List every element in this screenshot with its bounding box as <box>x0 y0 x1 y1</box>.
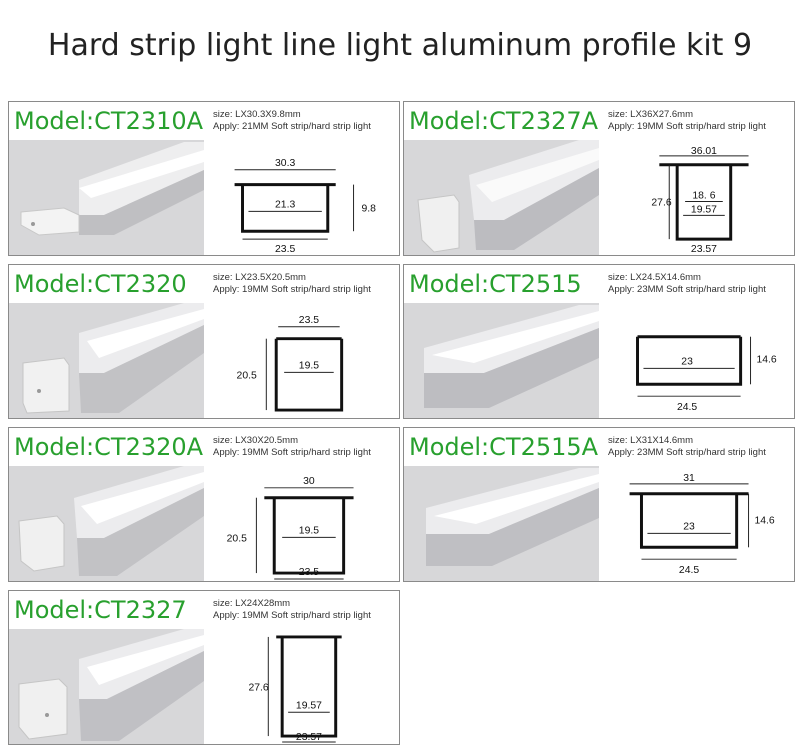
card-header: Model:CT2327 size: LX24X28mm Apply: 19MM… <box>9 591 399 629</box>
card-header: Model:CT2310A size: LX30.3X9.8mm Apply: … <box>9 102 399 140</box>
profile-photo <box>404 466 599 581</box>
dimension-diagram: 36.01 18. 6 19.57 23.57 27.6 <box>651 146 749 255</box>
dim-bottom: 23.57 <box>296 732 322 743</box>
model-label: Model:CT2320A <box>14 433 204 461</box>
apply-text: Apply: 23MM Soft strip/hard strip light <box>608 447 766 458</box>
card-header: Model:CT2515 size: LX24.5X14.6mm Apply: … <box>404 265 794 303</box>
dimension-diagram: 30 19.5 23.5 20.5 <box>227 476 354 580</box>
dim-bottom: 24.5 <box>677 402 697 413</box>
dim-mid: 19.5 <box>299 360 319 371</box>
profile-photo <box>404 140 599 255</box>
dimension-diagram: 19.57 23.57 27.6 <box>248 635 342 743</box>
cross-section-drawing: 30.3 21.3 23.5 9.8 <box>204 140 399 255</box>
cross-section-drawing: 30 19.5 23.5 20.5 <box>204 466 399 581</box>
dim-height: 27.6 <box>651 197 671 208</box>
size-text: size: LX24.5X14.6mm <box>608 272 701 283</box>
product-card-ct2327: Model:CT2327 size: LX24X28mm Apply: 19MM… <box>8 590 400 745</box>
dim-mid: 19.57 <box>296 700 322 711</box>
dim-top: 36.01 <box>691 146 717 157</box>
dimension-diagram: 30.3 21.3 23.5 9.8 <box>234 158 376 255</box>
dim-mid: 23 <box>681 356 693 367</box>
dimension-diagram: 23 24.5 14.6 <box>636 335 777 413</box>
apply-text: Apply: 19MM Soft strip/hard strip light <box>608 121 766 132</box>
dim-top: 31 <box>683 473 695 484</box>
dim-bottom: 24.5 <box>679 565 699 576</box>
model-label: Model:CT2327 <box>14 596 187 624</box>
product-card-ct2327a: Model:CT2327A size: LX36X27.6mm Apply: 1… <box>403 101 795 256</box>
size-text: size: LX31X14.6mm <box>608 435 694 446</box>
card-header: Model:CT2515A size: LX31X14.6mm Apply: 2… <box>404 428 794 466</box>
model-label: Model:CT2327A <box>409 107 599 135</box>
dim-mid: 21.3 <box>275 199 295 210</box>
dim-top: 30 <box>303 476 315 487</box>
model-label: Model:CT2515 <box>409 270 582 298</box>
dim-height: 20.5 <box>237 370 257 381</box>
size-text: size: LX30X20.5mm <box>213 435 299 446</box>
size-text: size: LX36X27.6mm <box>608 109 694 120</box>
dim-height: 14.6 <box>756 354 776 365</box>
model-label: Model:CT2310A <box>14 107 204 135</box>
dim-height: 9.8 <box>361 203 376 214</box>
profile-photo <box>404 303 599 418</box>
apply-text: Apply: 19MM Soft strip/hard strip light <box>213 447 371 458</box>
cross-section-drawing: 36.01 18. 6 19.57 23.57 27.6 <box>599 140 794 255</box>
dim-bottom: 23.5 <box>275 244 295 255</box>
profile-photo <box>9 303 204 418</box>
card-header: Model:CT2320A size: LX30X20.5mm Apply: 1… <box>9 428 399 466</box>
model-label: Model:CT2320 <box>14 270 187 298</box>
product-card-ct2515: Model:CT2515 size: LX24.5X14.6mm Apply: … <box>403 264 795 419</box>
aluminum-profile-illustration <box>424 305 599 408</box>
model-label: Model:CT2515A <box>409 433 599 461</box>
dim-bottom: 23.57 <box>691 244 717 255</box>
dim-height: 20.5 <box>227 533 247 544</box>
dim-height: 14.6 <box>754 516 774 527</box>
dim-mid: 18. 6 <box>692 190 715 201</box>
cross-section-drawing: 23 24.5 14.6 <box>599 303 794 418</box>
aluminum-profile-illustration <box>426 468 599 566</box>
dim-height: 27.6 <box>248 682 268 693</box>
dim-top: 30.3 <box>275 158 295 169</box>
aluminum-profile-illustration <box>18 629 204 741</box>
aluminum-profile-illustration <box>18 466 204 576</box>
dim-bottom: 23.5 <box>299 567 319 578</box>
card-header: Model:CT2327A size: LX36X27.6mm Apply: 1… <box>404 102 794 140</box>
product-card-ct2320: Model:CT2320 size: LX23.5X20.5mm Apply: … <box>8 264 400 419</box>
apply-text: Apply: 19MM Soft strip/hard strip light <box>213 610 371 621</box>
dim-mid: 19.5 <box>299 525 319 536</box>
apply-text: Apply: 19MM Soft strip/hard strip light <box>213 284 371 295</box>
dim-mid: 23 <box>683 521 695 532</box>
product-card-ct2320a: Model:CT2320A size: LX30X20.5mm Apply: 1… <box>8 427 400 582</box>
profile-photo <box>9 140 204 255</box>
aluminum-profile-illustration <box>417 140 599 253</box>
cross-section-drawing: 23.5 19.5 20.5 <box>204 303 399 418</box>
card-header: Model:CT2320 size: LX23.5X20.5mm Apply: … <box>9 265 399 303</box>
dim-inner: 19.57 <box>691 204 717 215</box>
cross-section-drawing: 31 23 24.5 14.6 <box>599 466 794 581</box>
cross-section-drawing: 19.57 23.57 27.6 <box>204 629 399 744</box>
product-card-ct2515a: Model:CT2515A size: LX31X14.6mm Apply: 2… <box>403 427 795 582</box>
size-text: size: LX30.3X9.8mm <box>213 109 301 120</box>
dim-top: 23.5 <box>299 315 319 326</box>
apply-text: Apply: 23MM Soft strip/hard strip light <box>608 284 766 295</box>
size-text: size: LX24X28mm <box>213 598 291 609</box>
product-card-ct2310a: Model:CT2310A size: LX30.3X9.8mm Apply: … <box>8 101 400 256</box>
dimension-diagram: 31 23 24.5 14.6 <box>629 473 775 576</box>
apply-text: Apply: 21MM Soft strip/hard strip light <box>213 121 371 132</box>
aluminum-profile-illustration <box>22 303 204 414</box>
profile-photo <box>9 629 204 744</box>
aluminum-profile-illustration <box>20 142 204 236</box>
size-text: size: LX23.5X20.5mm <box>213 272 306 283</box>
dimension-diagram: 23.5 19.5 20.5 <box>237 315 344 412</box>
profile-photo <box>9 466 204 581</box>
page-title: Hard strip light line light aluminum pro… <box>47 28 753 63</box>
